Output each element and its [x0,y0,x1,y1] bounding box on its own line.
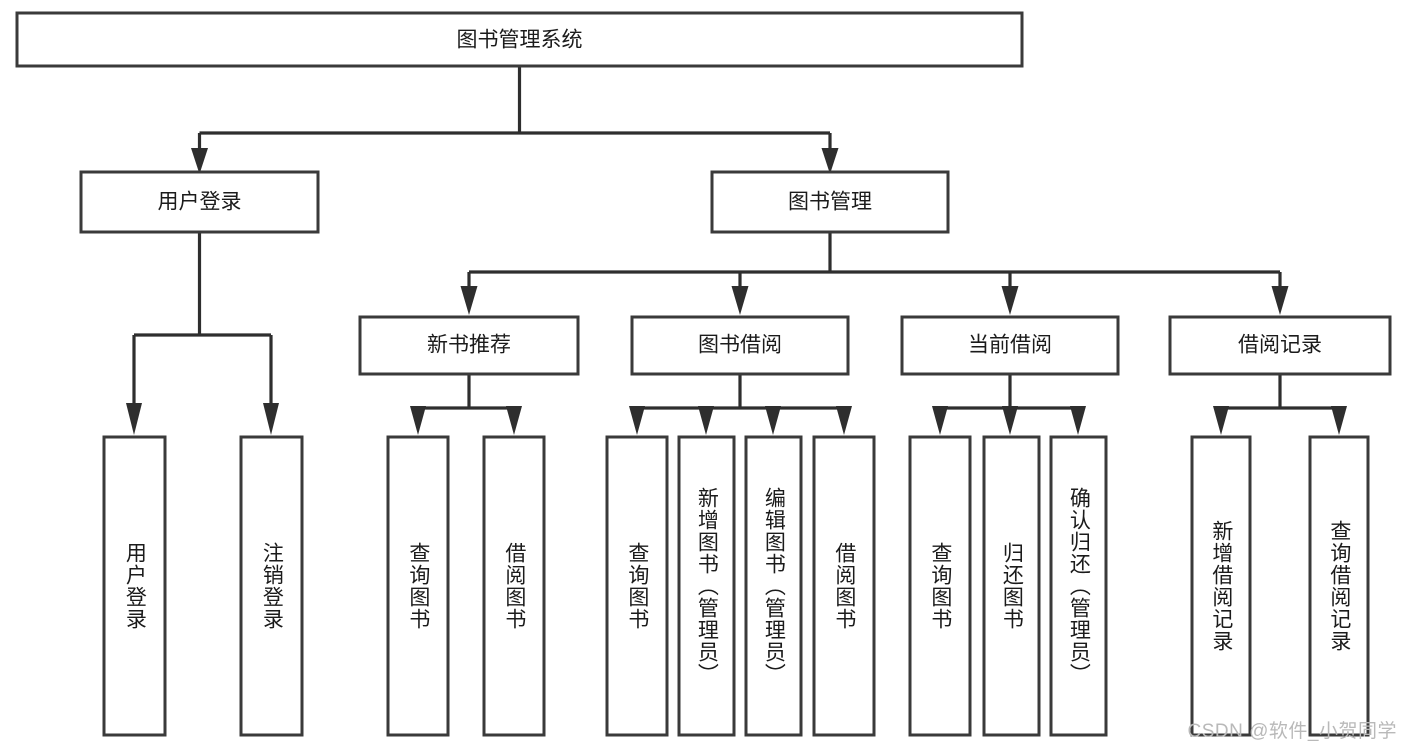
node-new-book-recommend[interactable]: 新书推荐 [358,315,580,376]
node-new-book-recommend-label: 新书推荐 [427,334,511,357]
node-current-borrow-rect[interactable] [900,315,1120,376]
node-leaf-query-book-rec-rect[interactable] [386,435,450,737]
arrow-to-borrow-record [1271,286,1289,315]
node-book-manage-rect[interactable] [710,170,950,234]
node-leaf-query-record[interactable] [1308,435,1370,737]
arrow-to-leaf-user-logout [263,403,279,435]
node-user-login[interactable]: 用户登录 [79,170,320,234]
connector-layer [126,66,1347,435]
node-leaf-edit-book-rect[interactable] [744,435,803,737]
node-leaf-user-logout[interactable] [239,435,304,737]
node-leaf-add-book[interactable] [677,435,736,737]
node-leaf-confirm-return-rect[interactable] [1049,435,1108,737]
connector-root-bus [197,66,832,159]
node-book-manage-label: 图书管理 [788,191,872,214]
node-layer-horizontal: 图书管理系统 用户登录 图书管理 新书推荐 图书借阅 当前借阅 [15,11,1392,376]
node-book-borrow-label: 图书借阅 [698,334,782,357]
node-leaf-query-book-rec[interactable] [386,435,450,737]
node-leaf-borrow-book-rec-rect[interactable] [482,435,546,737]
node-new-book-recommend-rect[interactable] [358,315,580,376]
arrow-to-user-login [191,148,208,174]
arrow-to-leaf-return-book [1002,406,1018,435]
node-leaf-add-record[interactable] [1190,435,1252,737]
arrow-to-leaf-borrow-book [836,406,852,435]
watermark-text: CSDN @软件_小贺同学 [1187,721,1397,742]
arrow-to-leaf-add-book [698,406,714,435]
node-current-borrow-label: 当前借阅 [968,334,1052,357]
connector-book-borrow-bus [635,374,846,414]
node-root[interactable]: 图书管理系统 [15,11,1024,68]
connector-new-book-recommend-bus [416,374,516,414]
arrow-to-leaf-confirm-return [1070,406,1086,435]
arrow-to-leaf-edit-book [765,406,781,435]
node-borrow-record[interactable]: 借阅记录 [1168,315,1392,376]
arrow-to-leaf-query-book-cur [932,406,948,435]
node-user-login-label: 用户登录 [158,191,242,214]
node-layer-leaves [102,435,1370,737]
connector-book-manage-bus [467,232,1282,290]
arrow-to-leaf-query-book-borrow [629,406,645,435]
node-leaf-user-login[interactable] [102,435,167,737]
node-leaf-confirm-return[interactable] [1049,435,1108,737]
node-leaf-query-book-borrow[interactable] [605,435,669,737]
node-leaf-add-record-rect[interactable] [1190,435,1252,737]
node-root-label: 图书管理系统 [457,29,583,52]
node-user-login-rect[interactable] [79,170,320,234]
node-leaf-borrow-book-rec[interactable] [482,435,546,737]
arrow-to-current-borrow [1001,286,1019,315]
node-book-borrow[interactable]: 图书借阅 [630,315,850,376]
node-book-borrow-rect[interactable] [630,315,850,376]
arrow-to-leaf-user-login [126,403,142,435]
node-leaf-query-book-cur[interactable] [908,435,972,737]
node-leaf-query-book-cur-rect[interactable] [908,435,972,737]
node-leaf-return-book-rect[interactable] [982,435,1041,737]
node-leaf-borrow-book[interactable] [812,435,876,737]
arrow-to-book-manage [821,148,839,174]
node-leaf-add-book-rect[interactable] [677,435,736,737]
node-current-borrow[interactable]: 当前借阅 [900,315,1120,376]
arrow-to-new-book-recommend [460,286,478,315]
node-leaf-borrow-book-rect[interactable] [812,435,876,737]
node-borrow-record-rect[interactable] [1168,315,1392,376]
arrow-to-leaf-query-book-rec [410,406,426,435]
node-root-rect[interactable] [15,11,1024,68]
node-leaf-query-record-rect[interactable] [1308,435,1370,737]
arrow-to-leaf-add-record [1213,406,1229,435]
connector-user-login-bus [132,232,273,407]
node-leaf-query-book-borrow-rect[interactable] [605,435,669,737]
node-leaf-user-login-rect[interactable] [102,435,167,737]
node-borrow-record-label: 借阅记录 [1238,334,1322,357]
arrow-to-leaf-query-record [1331,406,1347,435]
arrow-to-leaf-borrow-book-rec [506,406,522,435]
node-book-manage[interactable]: 图书管理 [710,170,950,234]
node-leaf-edit-book[interactable] [744,435,803,737]
node-leaf-return-book[interactable] [982,435,1041,737]
connector-borrow-record-bus [1219,374,1341,414]
node-leaf-user-logout-rect[interactable] [239,435,304,737]
arrow-to-book-borrow [731,286,749,315]
